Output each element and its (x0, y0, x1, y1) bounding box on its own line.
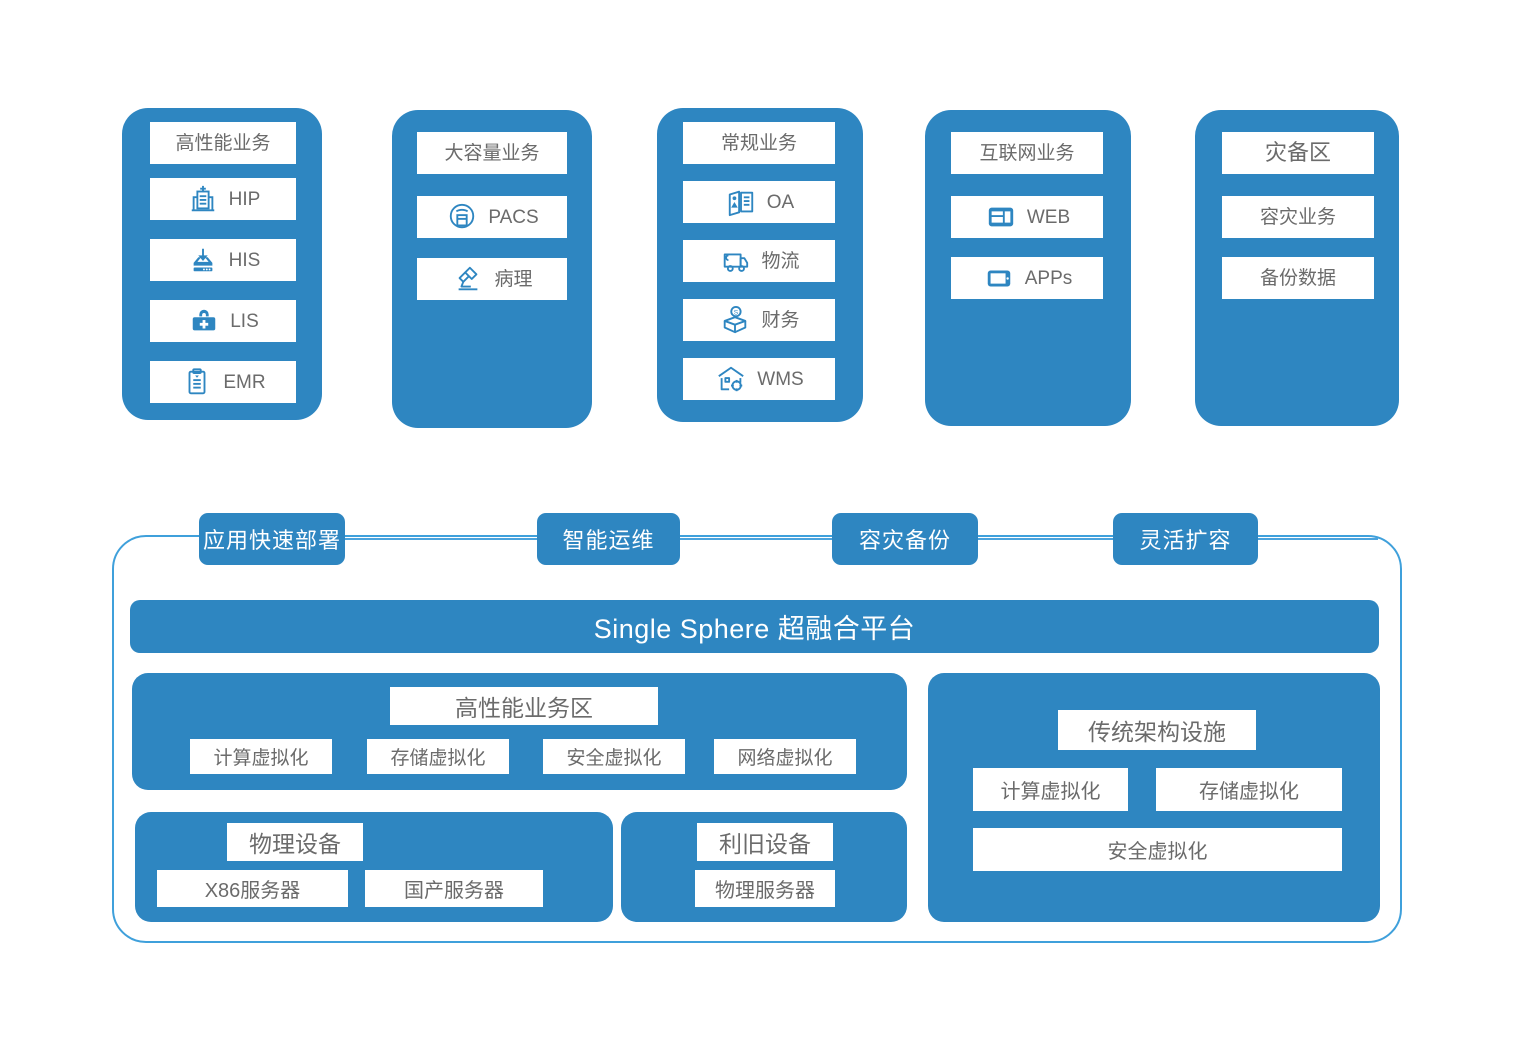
service-chip-label: WMS (757, 368, 804, 390)
web-layout-icon (984, 200, 1018, 234)
service-chip-label: 财务 (761, 309, 800, 331)
service-chip-pathology[interactable]: 病理 (417, 258, 567, 300)
service-chip-label: HIP (228, 188, 261, 210)
feature-tag-elastic-scale[interactable]: 灵活扩容 (1113, 513, 1258, 565)
inbox-download-icon (186, 243, 220, 277)
service-chip-label: EMR (223, 371, 266, 393)
service-chip-label: APPs (1024, 267, 1073, 289)
service-chip-emr[interactable]: EMR (150, 361, 296, 403)
business-column-high-performance: 高性能业务 HIP (122, 108, 322, 420)
tag-connector-line-1 (345, 538, 540, 540)
panel-title-traditional: 传统架构设施 (1058, 710, 1256, 750)
feature-tag-rapid-deploy[interactable]: 应用快速部署 (199, 513, 345, 565)
panel-title-physical-device: 物理设备 (227, 823, 363, 861)
id-document-icon (724, 185, 758, 219)
traditional-box-compute[interactable]: 计算虚拟化 (973, 768, 1128, 811)
service-chip-oa[interactable]: OA (683, 181, 835, 223)
panel-physical-device: 物理设备 X86服务器 国产服务器 (135, 812, 613, 922)
platform-outline-card (112, 535, 1402, 943)
svg-text:S: S (734, 309, 739, 316)
platform-title-bar: Single Sphere 超融合平台 (130, 600, 1379, 653)
ct-scanner-icon (445, 200, 479, 234)
service-chip-web[interactable]: WEB (951, 196, 1103, 238)
medical-kit-icon (187, 304, 221, 338)
virtualization-box-compute[interactable]: 计算虚拟化 (190, 739, 332, 774)
coin-box-icon: S (718, 303, 752, 337)
tag-connector-line-2 (680, 538, 832, 540)
tag-connector-line-3 (978, 538, 1113, 540)
business-column-regular: 常规业务 OA (657, 108, 863, 422)
panel-title-reuse-device: 利旧设备 (697, 823, 833, 861)
traditional-box-storage[interactable]: 存储虚拟化 (1156, 768, 1342, 811)
service-chip-wms[interactable]: WMS (683, 358, 835, 400)
business-column-disaster-recovery: 灾备区 容灾业务 备份数据 (1195, 110, 1399, 426)
service-chip-label: PACS (488, 206, 539, 228)
column-header-chip: 高性能业务 (150, 122, 296, 164)
panel-reuse-device: 利旧设备 物理服务器 (621, 812, 907, 922)
service-chip-pacs[interactable]: PACS (417, 196, 567, 238)
service-chip-label: 病理 (494, 268, 533, 290)
service-chip-finance[interactable]: S 财务 (683, 299, 835, 341)
service-chip-label: LIS (230, 310, 259, 332)
panel-traditional-architecture: 传统架构设施 计算虚拟化 存储虚拟化 安全虚拟化 (928, 673, 1380, 922)
panel-title-high-performance: 高性能业务区 (390, 687, 658, 725)
hospital-building-icon (186, 182, 220, 216)
service-chip-label: HIS (228, 249, 261, 271)
business-column-large-capacity: 大容量业务 PACS (392, 110, 592, 428)
feature-tag-smart-ops[interactable]: 智能运维 (537, 513, 680, 565)
service-chip-apps[interactable]: APPs (951, 257, 1103, 299)
panel-high-performance-zone: 高性能业务区 计算虚拟化 存储虚拟化 安全虚拟化 网络虚拟化 (132, 673, 907, 790)
tag-connector-line-4 (1258, 538, 1378, 540)
service-chip-backup-data[interactable]: 备份数据 (1222, 257, 1374, 299)
server-box-physical[interactable]: 物理服务器 (695, 870, 835, 907)
service-chip-lis[interactable]: LIS (150, 300, 296, 342)
service-chip-logistics[interactable]: 物流 (683, 240, 835, 282)
column-header-chip: 大容量业务 (417, 132, 567, 174)
column-header-chip: 互联网业务 (951, 132, 1103, 174)
service-chip-dr-business[interactable]: 容灾业务 (1222, 196, 1374, 238)
business-column-internet: 互联网业务 WEB APPs (925, 110, 1131, 426)
server-box-x86[interactable]: X86服务器 (157, 870, 348, 907)
service-chip-label: 物流 (761, 250, 800, 272)
tablet-icon (982, 261, 1016, 295)
server-box-domestic[interactable]: 国产服务器 (365, 870, 543, 907)
delivery-truck-icon (718, 244, 752, 278)
service-chip-label: WEB (1026, 206, 1071, 228)
virtualization-box-network[interactable]: 网络虚拟化 (714, 739, 856, 774)
service-chip-label: OA (766, 191, 795, 213)
column-header-chip: 灾备区 (1222, 132, 1374, 174)
virtualization-box-security[interactable]: 安全虚拟化 (543, 739, 685, 774)
warehouse-gear-icon (714, 362, 748, 396)
column-header-chip: 常规业务 (683, 122, 835, 164)
virtualization-box-storage[interactable]: 存储虚拟化 (367, 739, 509, 774)
microscope-icon (451, 262, 485, 296)
traditional-box-security[interactable]: 安全虚拟化 (973, 828, 1342, 871)
clipboard-record-icon (180, 365, 214, 399)
service-chip-his[interactable]: HIS (150, 239, 296, 281)
feature-tag-dr-backup[interactable]: 容灾备份 (832, 513, 978, 565)
service-chip-hip[interactable]: HIP (150, 178, 296, 220)
